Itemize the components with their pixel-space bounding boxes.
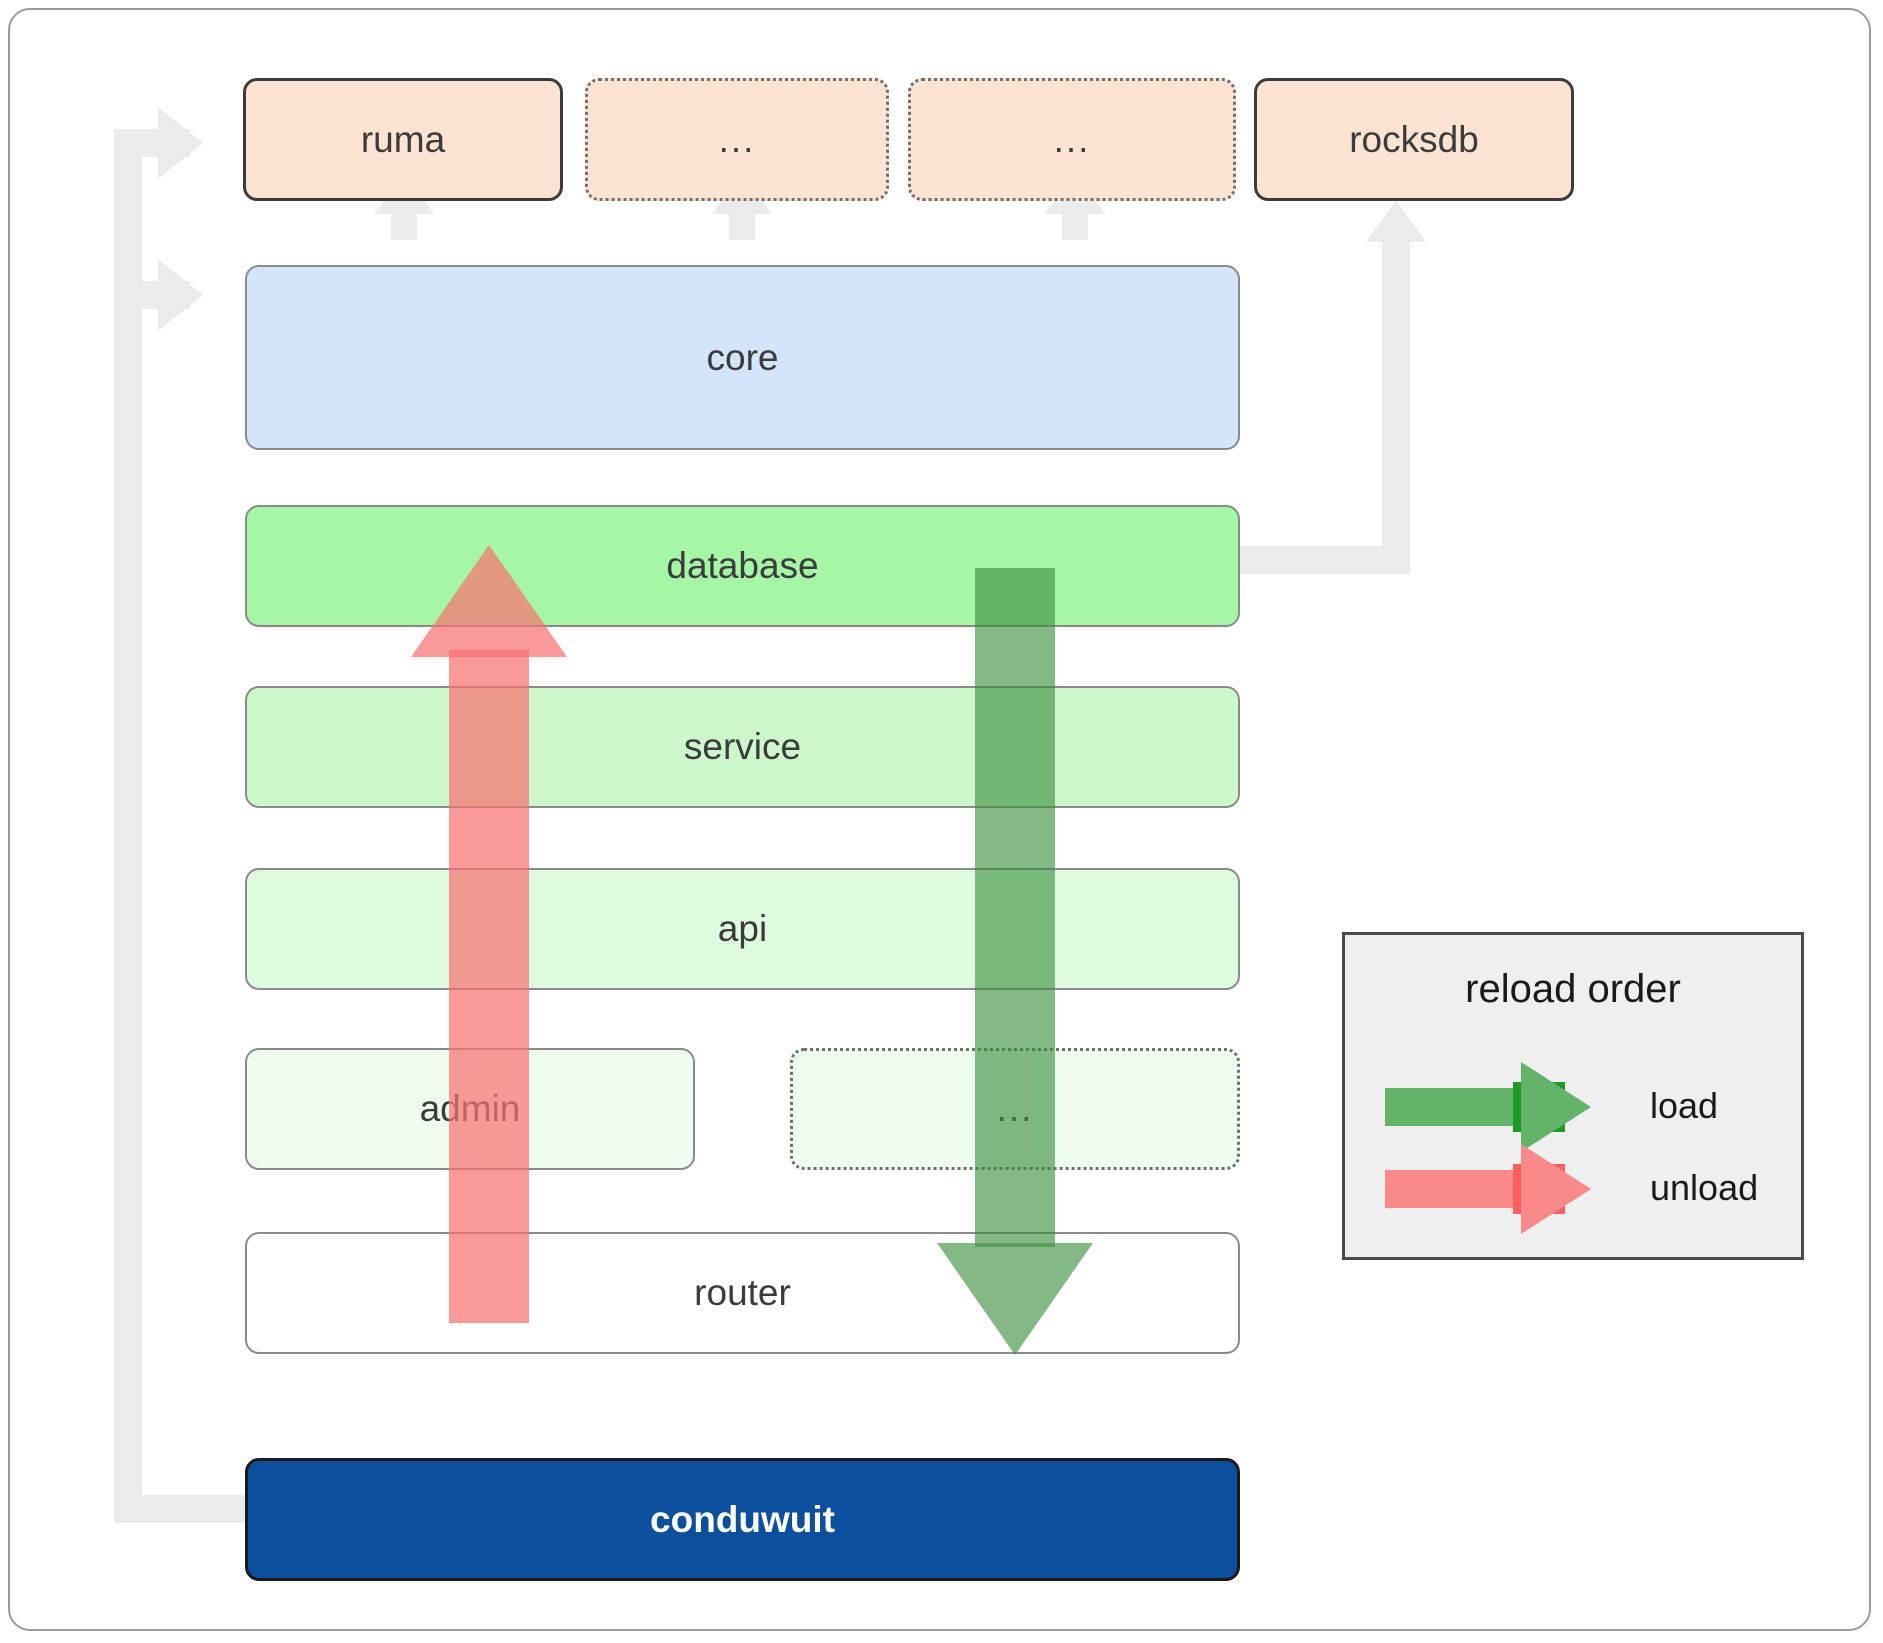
layer-database[interactable]: database: [245, 505, 1240, 627]
connector-left-trunk: [114, 129, 142, 1523]
unload-arrow-shaft: [449, 650, 529, 1323]
layer-service-label: service: [683, 726, 802, 767]
app-conduwuit-label: conduwuit: [650, 1498, 835, 1540]
legend-load-label: load: [1650, 1085, 1719, 1126]
legend-unload-arrowhead: [1521, 1144, 1591, 1234]
legend-row-unload: unload: [1345, 935, 1801, 1257]
legend-unload-shaft: [1385, 1170, 1525, 1208]
crate-ruma[interactable]: ruma: [243, 78, 563, 201]
layer-database-label: database: [666, 545, 819, 586]
connector-bottom-to-app: [114, 1495, 254, 1523]
legend-unload-label: unload: [1650, 1167, 1759, 1208]
connector-arrowhead-core: [158, 259, 203, 331]
load-arrow-shaft: [975, 568, 1055, 1247]
layer-api[interactable]: api: [245, 868, 1240, 990]
legend-load-shaft: [1385, 1088, 1525, 1126]
legend-load-arrowhead: [1521, 1062, 1591, 1152]
legend-title: reload order: [1465, 967, 1681, 1011]
diagram-frame: [8, 8, 1871, 1631]
legend-row-load: load: [1345, 935, 1801, 1257]
connector-arrowhead-ruma: [158, 107, 203, 179]
crate-ellipsis-1[interactable]: ...: [585, 78, 889, 201]
connector-db-to-rocksdb-head: [1366, 200, 1426, 242]
crate-ruma-label: ruma: [360, 118, 446, 160]
connector-db-to-rocksdb-h: [1210, 546, 1410, 574]
crate-rocksdb[interactable]: rocksdb: [1254, 78, 1574, 201]
load-arrow-head: [937, 1243, 1093, 1355]
layer-core-label: core: [706, 336, 779, 378]
layer-service[interactable]: service: [245, 686, 1240, 808]
legend-panel: reload order load unload: [1342, 932, 1804, 1260]
layer-router-label: router: [694, 1272, 791, 1313]
layer-core[interactable]: core: [245, 265, 1240, 450]
unload-arrow-head: [411, 545, 567, 657]
crate-ellipsis-1-label: ...: [718, 118, 756, 160]
crate-rocksdb-label: rocksdb: [1349, 118, 1479, 160]
crate-ellipsis-2-label: ...: [1053, 118, 1091, 160]
crate-ellipsis-2[interactable]: ...: [908, 78, 1236, 201]
app-conduwuit[interactable]: conduwuit: [245, 1458, 1240, 1581]
connector-db-to-rocksdb-v: [1382, 240, 1410, 574]
layer-api-label: api: [717, 908, 768, 949]
